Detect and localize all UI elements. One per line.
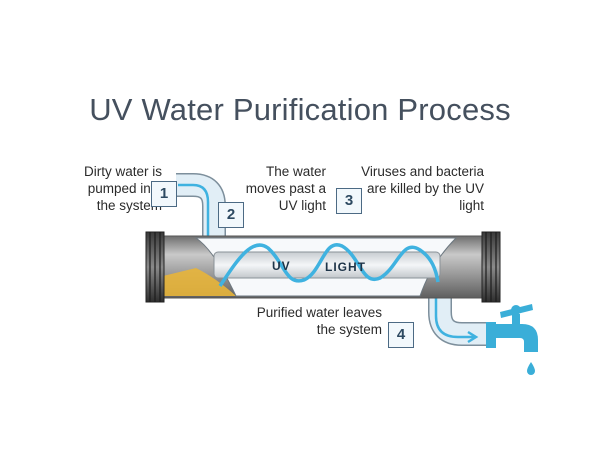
faucet-icon <box>486 304 538 352</box>
outlet-pipe <box>428 280 488 346</box>
diagram-title: UV Water Purification Process <box>89 92 511 127</box>
step-number-3: 3 <box>336 188 362 214</box>
caption-step-1: Dirty water is pumped into the system <box>83 164 162 213</box>
step-number-2: 2 <box>218 202 244 228</box>
caption-step-2: The water moves past a UV light <box>245 164 326 213</box>
water-spiral-flow <box>218 243 440 287</box>
step-number-1: 1 <box>151 181 177 207</box>
outlet-flow-arrow <box>434 280 474 339</box>
dirty-water <box>163 268 236 296</box>
inlet-pipe <box>176 173 226 255</box>
uv-label: UV <box>272 259 291 273</box>
caption-step-4: Purified water leaves the system <box>256 305 382 337</box>
step-number-4: 4 <box>388 322 414 348</box>
uv-chamber: UV LIGHT <box>145 231 501 303</box>
inlet-flow-arrow <box>178 183 210 250</box>
caption-step-3: Viruses and bacteria are killed by the U… <box>361 164 484 213</box>
water-drop-icon <box>527 362 535 375</box>
light-label: LIGHT <box>325 260 366 274</box>
